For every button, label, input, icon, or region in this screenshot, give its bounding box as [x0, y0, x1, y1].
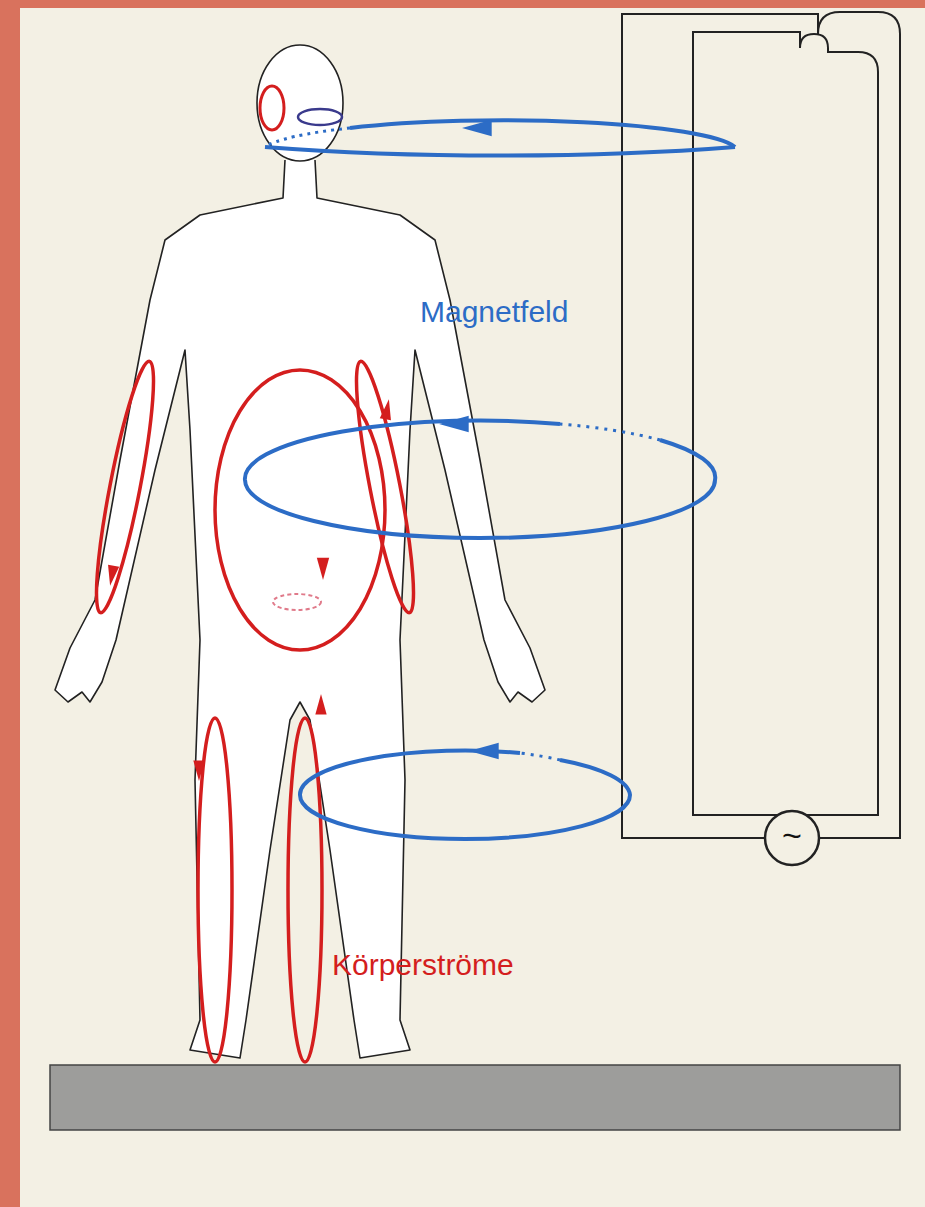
arrowhead [193, 761, 204, 781]
field-loop [520, 753, 560, 760]
field-loop [560, 424, 660, 440]
floor-plate [50, 1065, 900, 1130]
current-label: Körperströme [332, 948, 514, 981]
field-loop [245, 440, 715, 538]
arrowhead [469, 743, 499, 759]
ac-source-symbol [765, 811, 819, 865]
small-current [273, 594, 321, 610]
arrowhead [317, 558, 329, 580]
field-loop [265, 128, 350, 147]
arrowhead [108, 565, 119, 586]
border-strip [0, 0, 20, 1207]
arrowhead [462, 120, 492, 136]
field-loop [265, 147, 735, 156]
leg-current [198, 718, 232, 1062]
field-loop [245, 421, 560, 480]
field-loop-small [298, 109, 342, 125]
field-loop [350, 120, 735, 147]
arm-current [86, 358, 164, 615]
body-outline [55, 160, 545, 1058]
field-loop [300, 750, 520, 795]
field-loop [300, 760, 630, 839]
conductor-loop [622, 12, 900, 838]
arrowhead [315, 694, 326, 714]
head-current [260, 86, 284, 130]
leg-current [288, 718, 322, 1062]
ac-source-label: ~ [782, 817, 802, 854]
arrowhead [380, 399, 391, 420]
arm-current [346, 358, 424, 615]
arrowhead [439, 416, 469, 432]
border-strip [0, 0, 925, 8]
field-label: Magnetfeld [420, 295, 568, 328]
